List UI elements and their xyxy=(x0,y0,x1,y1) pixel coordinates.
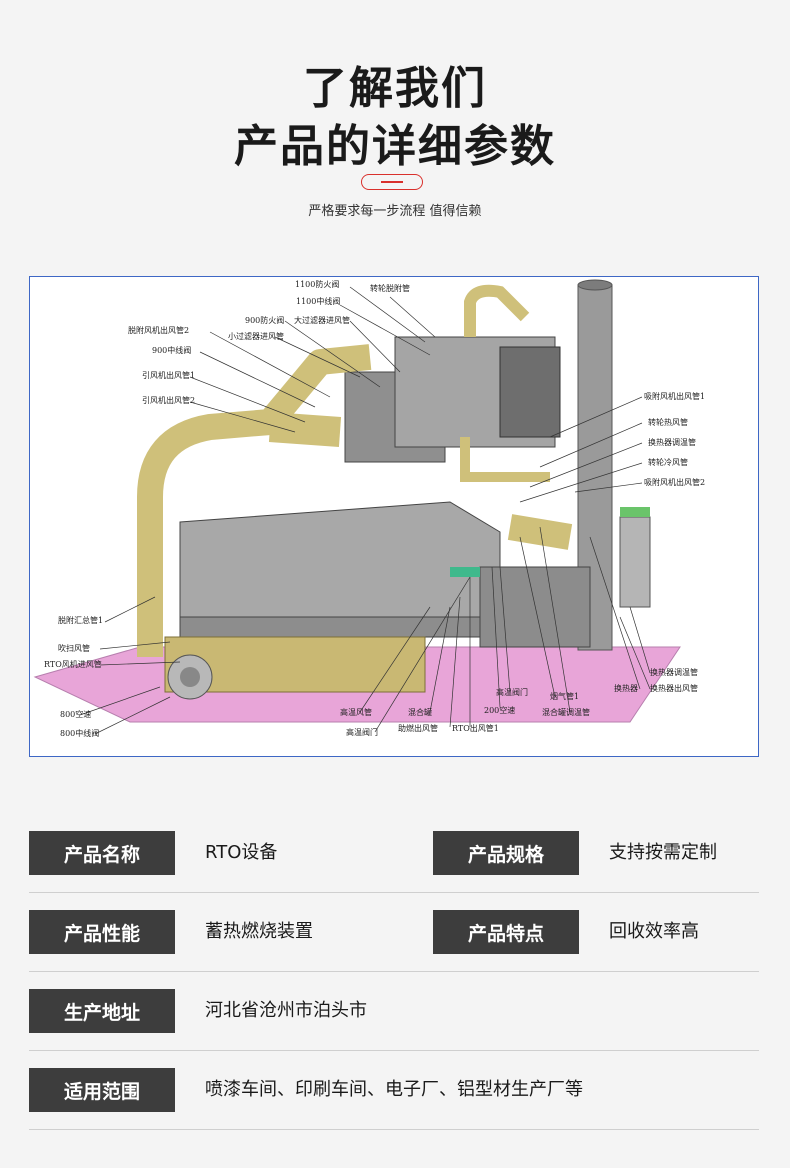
diagram-label: 200空速 xyxy=(484,705,515,715)
spec-value: 回收效率高 xyxy=(609,921,699,942)
diagram-label: 换热器调温管 xyxy=(648,437,696,447)
diagram-label: 小过滤器进风管 xyxy=(228,331,284,341)
diagram-label: 900中线阀 xyxy=(152,345,191,355)
diagram-label: 换热器出风管 xyxy=(650,683,698,693)
page-title-line2: 产品的详细参数 xyxy=(234,121,556,172)
diagram-label: 助燃出风管 xyxy=(398,723,438,733)
spec-value: 河北省沧州市泊头市 xyxy=(205,1000,367,1021)
desorption-duct xyxy=(137,344,372,657)
spec-row: 生产地址 河北省沧州市泊头市 xyxy=(29,972,759,1051)
spec-key: 生产地址 xyxy=(29,989,175,1033)
rto-equipment-drawing: 1100防火阀 转轮脱附管 1100中线阀 大过滤器进风管 900防火阀 小过滤… xyxy=(33,279,705,738)
divider-pill xyxy=(361,174,423,190)
equipment-diagram: 1100防火阀 转轮脱附管 1100中线阀 大过滤器进风管 900防火阀 小过滤… xyxy=(29,276,759,757)
diagram-label: 混合罐调温管 xyxy=(542,707,590,717)
spec-value: 喷漆车间、印刷车间、电子厂、铝型材生产厂等 xyxy=(205,1079,583,1100)
spec-value: RTO设备 xyxy=(205,842,278,863)
diagram-label: 吸附风机出风管1 xyxy=(644,391,705,401)
spec-key: 产品特点 xyxy=(433,910,579,954)
diagram-label: 高温阀门 xyxy=(346,727,378,737)
diagram-label: 1100防火阀 xyxy=(295,279,339,289)
page-title-line1: 了解我们 xyxy=(303,63,487,114)
diagram-label: 引风机出风管2 xyxy=(142,395,195,405)
diagram-label: 转轮冷风管 xyxy=(648,457,688,467)
diagram-label: 烟气管1 xyxy=(550,691,579,701)
diagram-label: 换热器调温管 xyxy=(650,667,698,677)
diagram-label: 800中线阀 xyxy=(60,728,99,738)
diagram-label: 大过滤器进风管 xyxy=(294,315,350,325)
rto-chamber xyxy=(179,501,501,618)
spec-key: 适用范围 xyxy=(29,1068,175,1112)
spec-key: 产品性能 xyxy=(29,910,175,954)
diagram-label: 混合罐 xyxy=(408,707,432,717)
diagram-label: 高温风管 xyxy=(340,707,372,717)
diagram-label: RTO风机进风管 xyxy=(44,659,102,669)
diagram-label: 800空速 xyxy=(60,709,91,719)
diagram-label: 900防火阀 xyxy=(245,315,284,325)
diagram-labels: 1100防火阀 转轮脱附管 1100中线阀 大过滤器进风管 900防火阀 小过滤… xyxy=(44,279,705,738)
spec-row: 适用范围 喷漆车间、印刷车间、电子厂、铝型材生产厂等 xyxy=(29,1051,759,1130)
spec-row: 产品名称 RTO设备 产品规格 支持按需定制 xyxy=(29,814,759,893)
spec-row: 产品性能 蓄热燃烧装置 产品特点 回收效率高 xyxy=(29,893,759,972)
diagram-label: 引风机出风管1 xyxy=(142,370,195,380)
diagram-label: RTO出风管1 xyxy=(452,723,499,733)
diagram-label: 转轮热风管 xyxy=(648,417,688,427)
diagram-label: 转轮脱附管 xyxy=(370,283,410,293)
spec-key: 产品名称 xyxy=(29,831,175,875)
spec-value: 支持按需定制 xyxy=(609,842,717,863)
spec-key: 产品规格 xyxy=(433,831,579,875)
diagram-label: 换热器 xyxy=(614,683,638,693)
diagram-label: 脱附汇总管1 xyxy=(58,615,103,625)
diagram-label: 1100中线阀 xyxy=(296,296,340,306)
diagram-label: 脱附风机出风管2 xyxy=(128,325,189,335)
diagram-label: 吸附风机出风管2 xyxy=(644,477,705,487)
diagram-label: 高温阀门 xyxy=(496,687,528,697)
page-subtitle: 严格要求每一步流程 值得信赖 xyxy=(308,204,482,219)
diagram-label: 吹扫风管 xyxy=(58,643,90,653)
spec-value: 蓄热燃烧装置 xyxy=(205,921,313,942)
